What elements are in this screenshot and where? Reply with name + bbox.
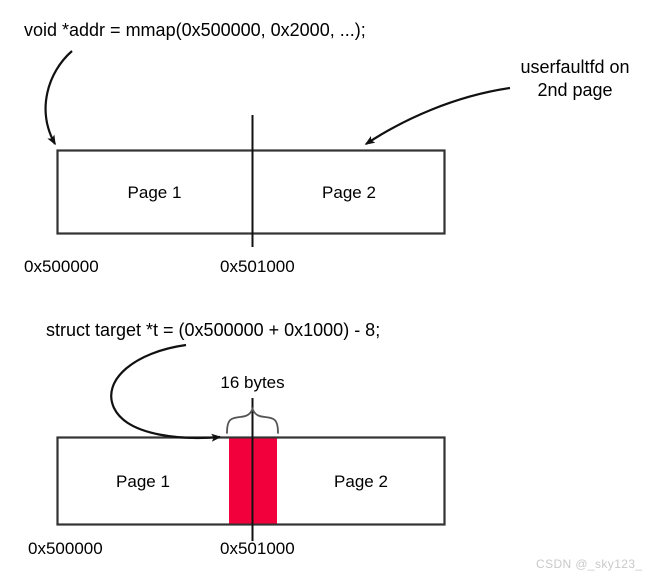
userfaultfd-annotation-line1: userfaultfd on (520, 57, 630, 77)
mmap-pointer-arrow (44, 50, 73, 146)
top-mmap-code-label: void *addr = mmap(0x500000, 0x2000, ...)… (24, 20, 366, 40)
top-address-boundary-label: 0x501000 (220, 257, 295, 276)
sixteen-bytes-brace (226, 406, 279, 434)
sixteen-bytes-size-label: 16 bytes (220, 373, 285, 392)
bottom-target-code-label: struct target *t = (0x500000 + 0x1000) -… (46, 320, 381, 340)
bottom-address-start-label: 0x500000 (28, 539, 103, 558)
userfaultfd-annotation-line2: 2nd page (537, 80, 613, 100)
bottom-page-2-label: Page 2 (334, 472, 388, 491)
top-page-2-label: Page 2 (322, 183, 376, 202)
top-memory-region-box (56, 149, 446, 235)
userfaultfd-pointer-arrow (364, 86, 511, 145)
target-pointer-arrow (110, 343, 222, 442)
bottom-page-1-label: Page 1 (116, 472, 170, 491)
top-page-1-label: Page 1 (127, 183, 182, 202)
csdn-watermark: CSDN @_sky123_ (536, 557, 643, 571)
bottom-address-boundary-label: 0x501000 (220, 539, 295, 558)
top-address-start-label: 0x500000 (24, 257, 99, 276)
